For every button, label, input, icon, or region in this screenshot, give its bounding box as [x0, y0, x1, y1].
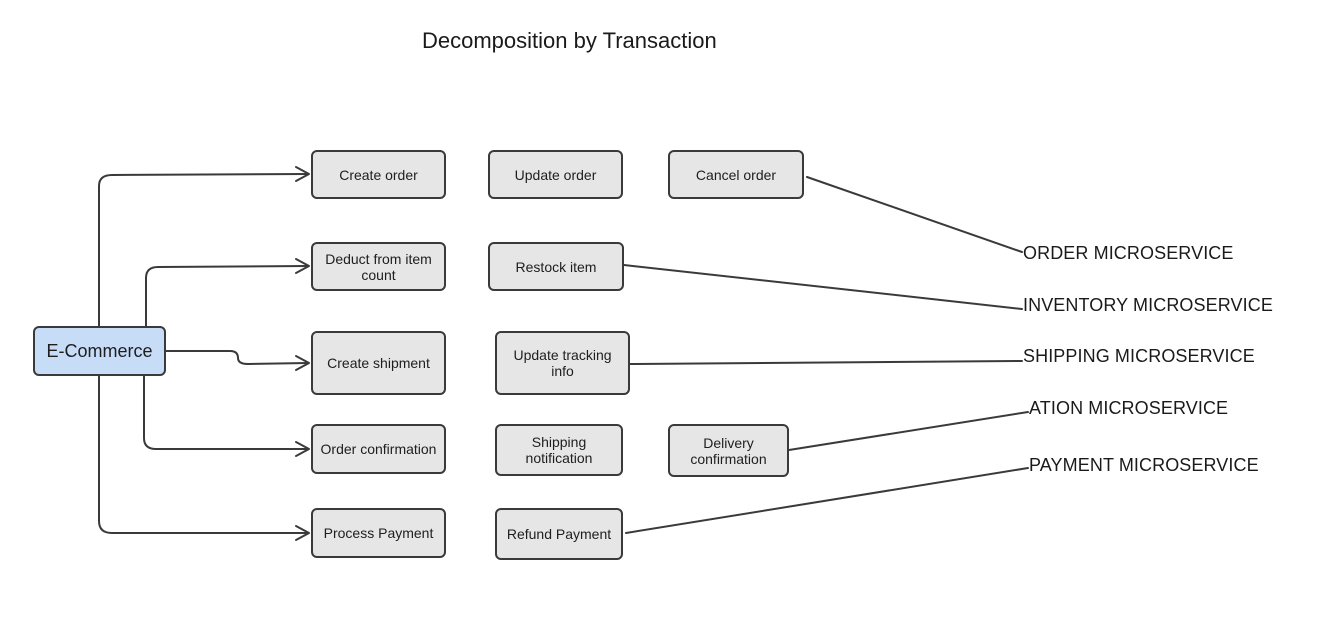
node-cancel-order[interactable]: Cancel order	[668, 150, 804, 199]
service-label-payment: PAYMENT MICROSERVICE	[1029, 455, 1259, 475]
node-create-shipment[interactable]: Create shipment	[311, 331, 446, 395]
connector-process-payment	[98, 375, 309, 534]
node-label: Create shipment	[327, 355, 430, 371]
connector-order-confirmation	[143, 375, 309, 450]
node-label: Restock item	[515, 258, 597, 275]
service-label-inventory: INVENTORY MICROSERVICE	[1023, 295, 1273, 315]
service-label-notification: ATION MICROSERVICE	[1029, 398, 1229, 418]
node-delivery-confirmation[interactable]: Delivery confirmation	[668, 424, 789, 477]
node-label: Order confirmation	[320, 441, 437, 457]
arrowhead-deduct-item	[295, 258, 310, 274]
line-notification-service	[788, 411, 1029, 451]
node-label: Update order	[514, 166, 597, 183]
connector-create-order	[98, 173, 309, 327]
connector-create-shipment	[165, 350, 309, 365]
node-update-order[interactable]: Update order	[488, 150, 623, 199]
connector-deduct-item	[145, 265, 309, 327]
node-label: Deduct from item count	[325, 250, 432, 283]
service-label-shipping: SHIPPING MICROSERVICE	[1023, 346, 1255, 366]
node-process-payment[interactable]: Process Payment	[311, 508, 446, 558]
arrowhead-create-shipment	[295, 355, 310, 371]
node-restock-item[interactable]: Restock item	[488, 242, 624, 291]
node-label: Update tracking info	[513, 347, 612, 379]
service-label-order: ORDER MICROSERVICE	[1023, 243, 1234, 263]
arrowhead-process-payment	[295, 525, 310, 541]
node-label: Cancel order	[695, 166, 777, 183]
arrowhead-create-order	[295, 166, 310, 182]
line-order-service	[806, 176, 1023, 253]
arrowhead-order-confirmation	[295, 441, 310, 457]
node-label: Refund Payment	[506, 526, 612, 542]
node-deduct-item[interactable]: Deduct from item count	[311, 242, 446, 291]
node-label: Process Payment	[323, 525, 434, 541]
node-create-order[interactable]: Create order	[311, 150, 446, 199]
node-label: Create order	[339, 166, 418, 183]
root-node-label: E-Commerce	[46, 341, 153, 361]
line-shipping-service	[629, 360, 1023, 365]
node-update-tracking[interactable]: Update tracking info	[495, 331, 630, 395]
node-order-confirmation[interactable]: Order confirmation	[311, 424, 446, 474]
root-node-e-commerce[interactable]: E-Commerce	[33, 326, 166, 376]
node-shipping-notification[interactable]: Shipping notification	[495, 424, 623, 476]
node-label: Delivery confirmation	[690, 434, 767, 467]
node-label: Shipping notification	[525, 434, 593, 466]
node-refund-payment[interactable]: Refund Payment	[495, 508, 623, 560]
line-inventory-service	[623, 264, 1023, 310]
diagram-title: Decomposition by Transaction	[422, 28, 717, 53]
line-payment-service	[625, 467, 1029, 534]
